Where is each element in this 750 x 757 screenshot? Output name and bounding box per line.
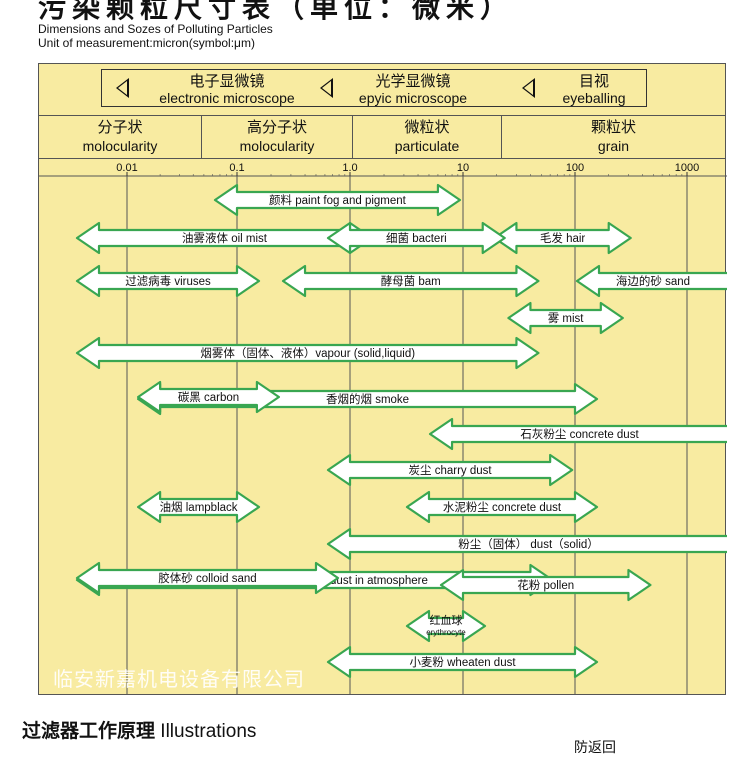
particle-range-arrow <box>75 264 261 298</box>
particle-range-arrow <box>405 609 487 643</box>
particle-label: 雾 mist <box>548 312 585 325</box>
particle-label: 香烟的烟 smoke <box>326 392 409 406</box>
particle-range-arrow <box>405 490 599 524</box>
particle-range-arrow <box>428 417 727 451</box>
particle-label: 油雾液体 oil mist <box>182 231 268 245</box>
particle-range-arrow <box>137 490 261 524</box>
scale-electron-microscope: 电子显微镜 electronic microscope <box>159 73 295 106</box>
particle-range-arrow <box>326 527 727 561</box>
particle-label: 酵母菌 bam <box>381 275 441 288</box>
particle-label: 水泥粉尘 concrete dust <box>443 501 562 514</box>
particle-range-arrow <box>507 301 624 335</box>
scale-optical-microscope: 光学显微镜 epyic microscope <box>358 73 468 106</box>
triangle-left-icon <box>116 78 129 98</box>
page-title: 污染颗粒尺寸表（单位：微米） <box>38 0 515 23</box>
particle-range-arrow <box>137 380 280 414</box>
particle-label: 炭尘 charry dust <box>409 464 493 477</box>
next-section-label: 防返回 <box>574 739 616 755</box>
particle-label: 胶体砂 colloid sand <box>158 571 256 585</box>
triangle-left-icon <box>320 78 333 98</box>
scale-eyeballing: 目视 eyeballing <box>562 73 626 106</box>
section-heading: 过滤器工作原理 Illustrations <box>22 721 257 742</box>
particle-range-arrow <box>439 568 652 602</box>
particle-label: 粉尘（固体） dust（solid） <box>458 537 599 551</box>
particle-label: 颜料 paint fog and pigment <box>269 193 407 207</box>
x-tick-label: 0.1 <box>229 162 244 174</box>
particle-range-arrow <box>326 645 599 679</box>
particle-label-en: erythrocyte <box>426 628 466 637</box>
particle-size-panel: 电子显微镜 electronic microscope 光学显微镜 epyic … <box>38 63 727 695</box>
x-tick-label: 1.0 <box>342 162 357 174</box>
x-tick-label: 10 <box>457 162 469 174</box>
particle-range-arrow <box>493 221 632 255</box>
particle-label: 过滤病毒 viruses <box>125 274 211 288</box>
particle-range-arrow <box>575 264 727 298</box>
category-divider <box>201 116 202 158</box>
particle-range-arrow <box>326 453 574 487</box>
particle-label: 细菌 bacteri <box>386 232 447 245</box>
particle-label: 毛发 hair <box>540 231 586 245</box>
company-watermark: 临安新嘉机电设备有限公司 <box>53 669 305 691</box>
particle-label: 小麦粉 wheaten dust <box>409 656 516 669</box>
particle-range-arrow <box>326 221 506 255</box>
particle-range-arrow <box>281 264 540 298</box>
particle-range-arrow <box>75 561 340 595</box>
particle-label: 石灰粉尘 concrete dust <box>520 427 639 441</box>
particle-label: 烟雾体（固体、液体）vapour (solid,liquid) <box>200 346 415 360</box>
particle-label: 碳黑 carbon <box>178 390 239 404</box>
observation-scale-bar: 电子显微镜 electronic microscope 光学显微镜 epyic … <box>101 69 647 107</box>
category-divider <box>352 116 353 158</box>
unit-note: Unit of measurement:micron(symbol:μm) <box>38 36 255 50</box>
particle-label: 海边的砂 sand <box>616 274 690 288</box>
x-tick-label: 100 <box>566 162 584 174</box>
particle-size-diagram: 0.01 0.1 1.0 10 100 1000 颜料 paint fog and pigm… <box>39 162 727 695</box>
triangle-left-icon <box>522 78 535 98</box>
particle-label: 油烟 lampblack <box>160 500 238 514</box>
particle-label: 红血球 <box>429 613 462 627</box>
x-tick-label: 1000 <box>675 162 699 174</box>
particle-range-arrow <box>213 183 462 217</box>
particle-label: 花粉 pollen <box>517 579 574 592</box>
x-tick-label: 0.01 <box>116 162 137 174</box>
category-divider <box>501 116 502 158</box>
particle-range-arrow <box>75 336 540 370</box>
subtitle-en: Dimensions and Sozes of Polluting Partic… <box>38 22 273 36</box>
